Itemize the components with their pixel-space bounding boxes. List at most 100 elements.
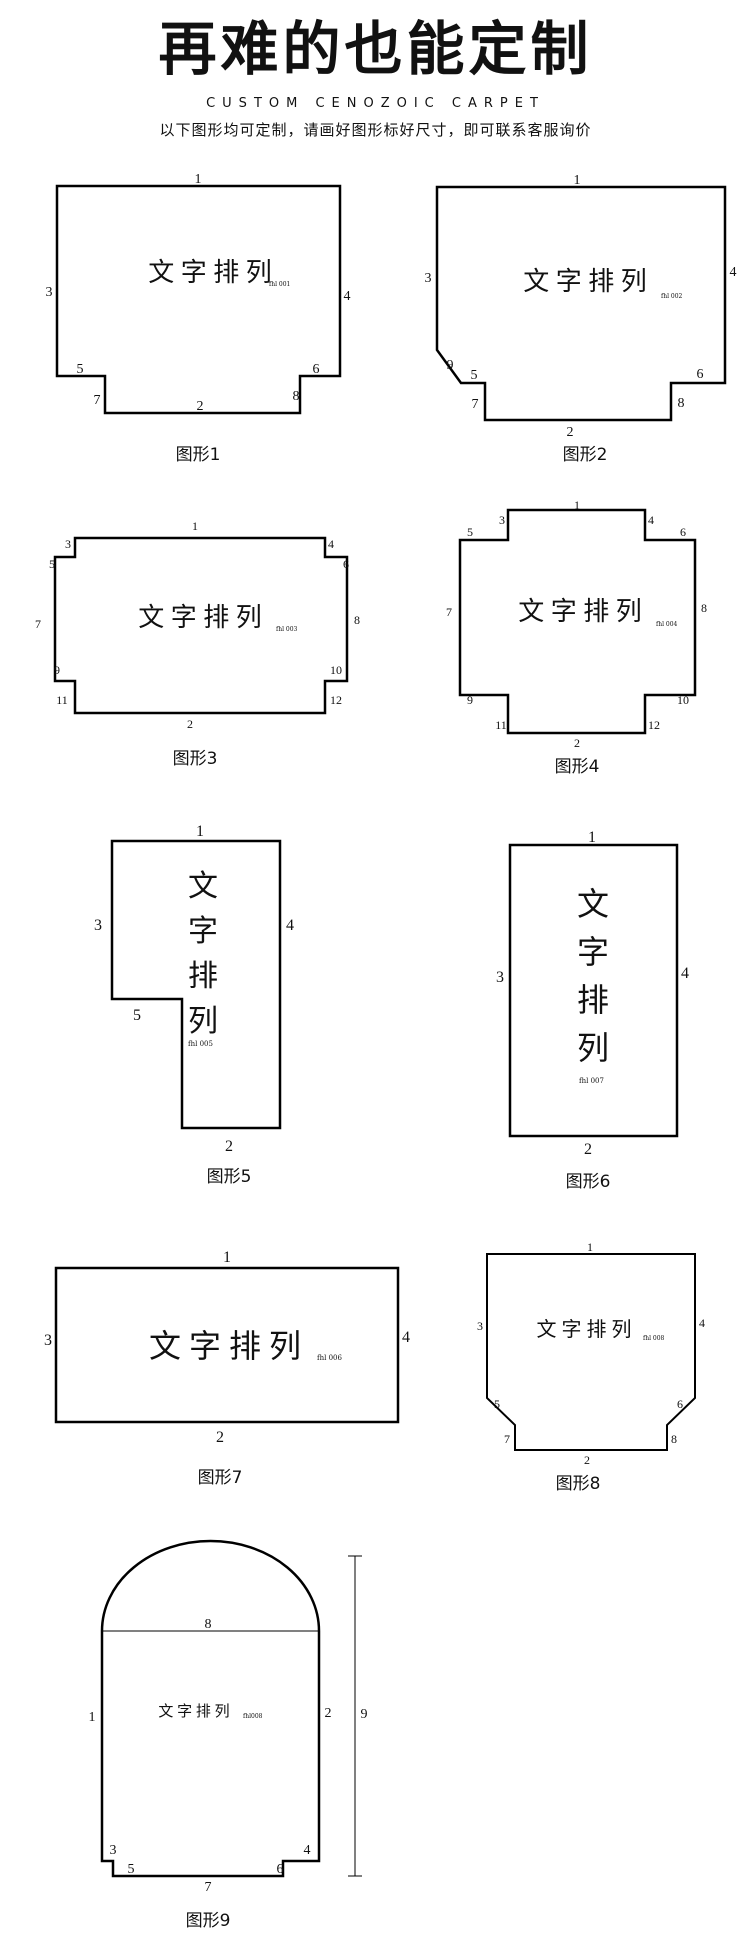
figure-caption: 图形2 xyxy=(563,445,608,465)
text-layout-char: 字 xyxy=(577,934,609,970)
edge-label: 3 xyxy=(65,537,71,551)
edge-label: 4 xyxy=(730,265,737,280)
edge-label: 3 xyxy=(94,917,102,934)
text-layout-label: 文 字 排 列 xyxy=(518,597,642,626)
edge-label: 1 xyxy=(587,1240,593,1254)
edge-label: 4 xyxy=(286,917,294,934)
model-code: fhl 003 xyxy=(276,626,298,633)
figure-caption: 图形8 xyxy=(556,1474,601,1494)
page-title: 再难的也能定制 xyxy=(158,15,593,83)
text-layout-label: 文 字 排 列 xyxy=(138,603,262,632)
model-code: fhl 007 xyxy=(579,1077,604,1085)
instruction-note: 以下图形均可定制，请画好图形标好尺寸，即可联系客服询价 xyxy=(159,121,592,139)
figure-caption: 图形5 xyxy=(207,1167,252,1187)
edge-label: 5 xyxy=(471,368,478,383)
edge-label: 7 xyxy=(504,1432,510,1446)
edge-label: 10 xyxy=(677,693,689,707)
shape-figure-2: 1 2 3 4 5 6 7 8 9 文 字 排 列 fhl 002 图形2 xyxy=(425,173,737,465)
edge-label: 2 xyxy=(584,1453,590,1467)
shape-figure-8: 1 2 3 4 5 6 7 8 文 字 排 列 fhl 008 图形8 xyxy=(477,1240,705,1494)
edge-label: 4 xyxy=(328,537,334,551)
text-layout-char: 排 xyxy=(188,960,218,993)
model-code: fhl 004 xyxy=(656,621,678,628)
edge-label: 2 xyxy=(216,1429,224,1446)
shape-outline xyxy=(54,1266,400,1424)
model-code: fhl008 xyxy=(243,1713,263,1720)
text-layout-char: 文 xyxy=(577,886,609,922)
edge-label: 1 xyxy=(195,172,202,187)
edge-label: 4 xyxy=(344,289,351,304)
text-layout-label: 文 字 排 列 xyxy=(523,267,647,296)
edge-label: 7 xyxy=(205,1880,212,1895)
text-layout-label: 文 字 排 列 xyxy=(148,258,272,287)
edge-label: 3 xyxy=(110,1843,117,1858)
edge-label: 1 xyxy=(196,823,204,840)
edge-label: 11 xyxy=(495,718,507,732)
shape-outline xyxy=(55,184,342,415)
edge-label: 1 xyxy=(574,498,580,512)
edge-label: 6 xyxy=(343,557,349,571)
edge-label: 3 xyxy=(44,1332,52,1349)
edge-label: 2 xyxy=(225,1138,233,1155)
edge-label: 5 xyxy=(133,1007,141,1024)
edge-label: 4 xyxy=(699,1316,705,1330)
edge-label: 5 xyxy=(494,1397,500,1411)
edge-label: 1 xyxy=(223,1249,231,1266)
edge-label: 8 xyxy=(701,601,707,615)
edge-label: 8 xyxy=(671,1432,677,1446)
model-code: fhl 001 xyxy=(269,281,290,288)
text-layout-char: 文 xyxy=(188,870,218,903)
shape-outline xyxy=(508,843,679,1138)
edge-label: 9 xyxy=(447,358,454,373)
edge-label: 4 xyxy=(402,1329,410,1346)
edge-label: 6 xyxy=(697,367,704,382)
edge-label: 5 xyxy=(128,1862,135,1877)
edge-label: 6 xyxy=(277,1862,284,1877)
shape-figure-5: 1 2 3 4 5 文 字 排 列 fhl 005 图形5 xyxy=(94,823,294,1187)
shape-outline xyxy=(435,185,727,422)
edge-label: 8 xyxy=(354,613,360,627)
shape-outline xyxy=(53,536,349,715)
figure-caption: 图形7 xyxy=(198,1468,243,1488)
shape-outline xyxy=(486,1253,696,1451)
edge-label: 6 xyxy=(680,525,686,539)
edge-label: 4 xyxy=(648,513,654,527)
shape-figure-4: 1 2 3 4 5 6 7 8 9 10 11 12 文 字 排 列 fhl 0… xyxy=(446,498,707,777)
text-layout-label: 文 字 排 列 xyxy=(158,1703,229,1720)
edge-label: 2 xyxy=(567,425,574,440)
edge-label: 4 xyxy=(681,965,689,982)
shape-outline xyxy=(458,508,697,735)
edge-label: 9 xyxy=(54,663,60,677)
edge-label: 7 xyxy=(94,393,101,408)
text-layout-char: 列 xyxy=(577,1030,609,1066)
model-code: fhl 008 xyxy=(643,1335,665,1342)
text-layout-label: 文 字 排 列 xyxy=(537,1318,632,1341)
shape-figure-3: 1 2 3 4 5 6 7 8 9 10 11 12 文 字 排 列 fhl 0… xyxy=(35,519,360,769)
model-code: fhl 002 xyxy=(661,293,683,300)
edge-label: 3 xyxy=(425,271,432,286)
text-layout-char: 排 xyxy=(577,982,609,1018)
edge-label: 1 xyxy=(89,1710,96,1725)
edge-label: 12 xyxy=(648,718,660,732)
edge-label: 4 xyxy=(304,1843,311,1858)
edge-label: 3 xyxy=(46,285,53,300)
edge-label: 5 xyxy=(77,362,84,377)
edge-label: 2 xyxy=(325,1706,332,1721)
shape-outline xyxy=(110,839,282,1130)
page-subtitle: CUSTOM CENOZOIC CARPET xyxy=(206,96,545,111)
figure-caption: 图形9 xyxy=(186,1911,231,1931)
edge-label: 5 xyxy=(49,557,55,571)
figure-caption: 图形6 xyxy=(566,1172,611,1192)
edge-label: 2 xyxy=(584,1141,592,1158)
model-code: fhl 005 xyxy=(188,1040,213,1048)
edge-label: 1 xyxy=(574,173,581,188)
figure-caption: 图形1 xyxy=(176,445,221,465)
edge-label: 6 xyxy=(313,362,320,377)
edge-label: 5 xyxy=(467,525,473,539)
shape-figure-6: 1 2 3 4 文 字 排 列 fhl 007 图形6 xyxy=(496,829,689,1192)
edge-label: 8 xyxy=(293,389,300,404)
text-layout-label: 文 字 排 列 xyxy=(149,1328,301,1364)
shape-figure-1: 1 2 3 4 5 6 7 8 文 字 排 列 fhl 001 图形1 xyxy=(46,172,351,465)
edge-label: 9 xyxy=(467,693,473,707)
